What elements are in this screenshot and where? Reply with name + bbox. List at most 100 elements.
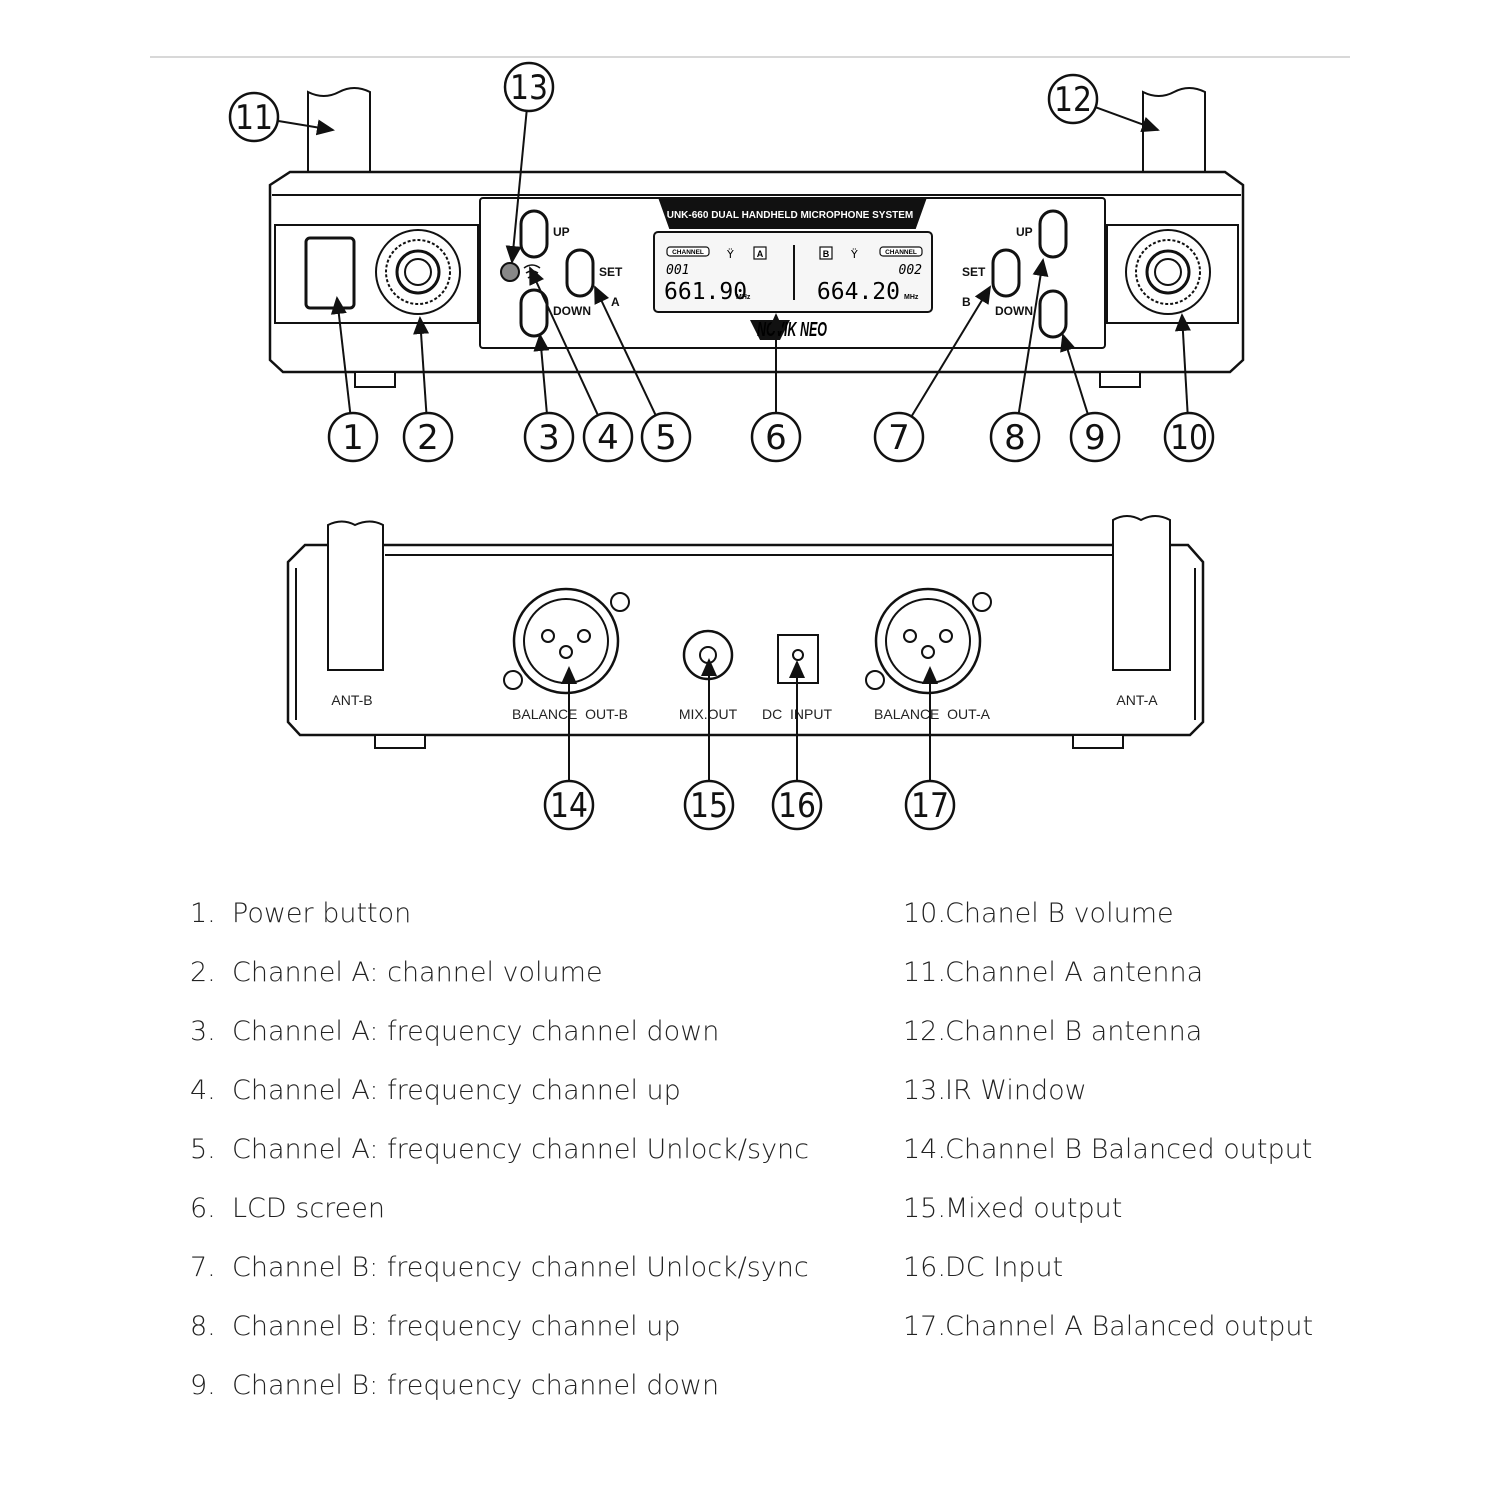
- rear-panel: [286, 515, 1205, 749]
- rear-antenna-b: [327, 520, 384, 671]
- callout-circle: [683, 779, 735, 831]
- legend-number: 10.: [903, 898, 946, 929]
- callout-leader: [1095, 106, 1160, 133]
- callout-9: 9: [1060, 333, 1121, 463]
- callout-5: 5: [594, 285, 692, 463]
- channel-b-label: B: [962, 295, 971, 309]
- channel-a-label: A: [611, 295, 620, 309]
- callout-leader: [594, 285, 657, 416]
- callout-13: 13: [503, 61, 555, 264]
- a-down-label: DOWN: [553, 304, 591, 318]
- lcd-freq-a: 661.90: [664, 279, 747, 305]
- legend-number: 9.: [190, 1370, 216, 1401]
- callout-leader: [330, 296, 352, 414]
- callout-14: 14: [543, 666, 595, 831]
- ant-a-label: ANT-A: [1116, 692, 1158, 708]
- callout-circle: [1163, 411, 1215, 463]
- callout-circle: [873, 411, 925, 463]
- callout-number: 1: [342, 418, 364, 458]
- callout-number: 2: [417, 418, 439, 458]
- callout-3: 3: [523, 333, 575, 463]
- b-down-label: DOWN: [995, 304, 1033, 318]
- callout-leader: [910, 285, 992, 417]
- callout-circle: [402, 411, 454, 463]
- a-set-button: [565, 248, 595, 298]
- volume-knob-a: [375, 229, 461, 315]
- callout-circle: [640, 411, 692, 463]
- title-banner-text: UNK-660 DUAL HANDHELD MICROPHONE SYSTEM: [667, 210, 914, 221]
- callout-1: 1: [327, 296, 379, 463]
- legend-text: Power button: [232, 898, 412, 929]
- legend-number: 7.: [190, 1252, 216, 1283]
- callout-12: 12: [1047, 73, 1160, 133]
- legend-number: 3.: [190, 1016, 216, 1047]
- callout-number: 12: [1054, 80, 1092, 120]
- callout-circle: [228, 91, 280, 143]
- legend-text: IR Window: [945, 1075, 1087, 1106]
- callout-circle: [750, 411, 802, 463]
- legend-text: Mixed output: [945, 1193, 1123, 1224]
- callout-number: 13: [510, 68, 548, 108]
- callout-11: 11: [228, 91, 335, 143]
- b-down-button: [1038, 289, 1068, 339]
- callout-number: 15: [690, 786, 728, 826]
- power-button: [304, 236, 356, 310]
- lcd-channel-b: 002: [899, 263, 923, 278]
- callout-7: 7: [873, 285, 992, 463]
- xlr-out-b: [503, 587, 630, 695]
- legend-text: LCD screen: [232, 1193, 386, 1224]
- callout-number: 3: [538, 418, 560, 458]
- lcd-tag-a: A: [757, 249, 764, 259]
- legend-number: 16.: [903, 1252, 946, 1283]
- legend-text: Channel B: frequency channel Unlock/sync: [232, 1252, 809, 1283]
- volume-knob-b: [1125, 229, 1211, 315]
- callout-circle: [989, 411, 1041, 463]
- callout-leader: [1060, 333, 1089, 415]
- legend-text: Chanel B volume: [945, 898, 1174, 929]
- callout-circle: [503, 61, 555, 113]
- callout-circle: [543, 779, 595, 831]
- callout-number: 11: [235, 98, 273, 138]
- rear-antenna-a: [1112, 515, 1171, 671]
- legend-number: 2.: [190, 957, 216, 988]
- lcd-freq-b: 664.20: [817, 279, 900, 305]
- callout-leader: [505, 110, 528, 264]
- callout-15: 15: [683, 658, 735, 831]
- front-panel: [268, 87, 1245, 388]
- callout-number: 8: [1004, 418, 1026, 458]
- lcd-tag-b: B: [823, 249, 830, 259]
- legend-text: Channel B: frequency channel down: [232, 1370, 720, 1401]
- legend-text: DC Input: [945, 1252, 1064, 1283]
- legend-text: Channel A antenna: [945, 957, 1204, 988]
- legend-number: 14.: [903, 1134, 946, 1165]
- legend-number: 1.: [190, 898, 216, 929]
- b-up-label: UP: [1016, 225, 1033, 239]
- legend-number: 4.: [190, 1075, 216, 1106]
- callout-leader: [1017, 258, 1049, 414]
- legend-text: Channel A: frequency channel down: [232, 1016, 720, 1047]
- callout-number: 7: [888, 418, 910, 458]
- callout-10: 10: [1163, 313, 1215, 463]
- signal-icon-b: Ÿ: [850, 248, 858, 261]
- xlr-out-a: [865, 587, 992, 695]
- callout-circle: [1069, 411, 1121, 463]
- legend-number: 8.: [190, 1311, 216, 1342]
- legend-text: Channel A: frequency channel up: [232, 1075, 681, 1106]
- callout-6: 6: [750, 313, 802, 463]
- callout-leader: [1174, 313, 1191, 414]
- ir-window: [500, 262, 520, 282]
- lcd-unit-a: MHz: [736, 294, 751, 301]
- lcd-unit-b: MHz: [904, 294, 919, 301]
- callout-2: 2: [402, 316, 454, 463]
- callout-17: 17: [904, 666, 956, 831]
- out-a-label: BALANCE OUT-A: [874, 706, 991, 722]
- title-banner: [658, 199, 927, 229]
- legend-number: 11.: [903, 957, 946, 988]
- a-up-label: UP: [553, 225, 570, 239]
- lcd-channel-a: 001: [666, 263, 689, 278]
- callout-circle: [1047, 73, 1099, 125]
- callout-leader: [529, 266, 599, 416]
- antenna-b: [1142, 87, 1206, 172]
- legend-number: 17.: [903, 1311, 946, 1342]
